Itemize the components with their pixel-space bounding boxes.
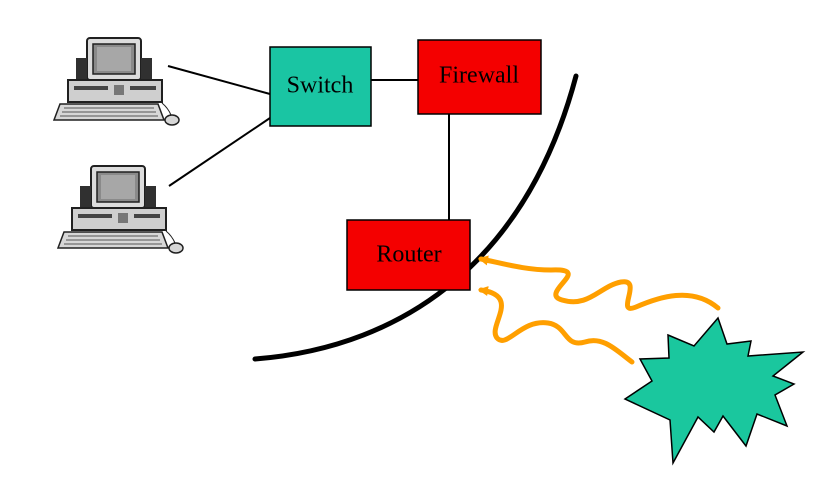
firewall-box bbox=[417, 39, 542, 115]
link-computer-top-switch bbox=[167, 65, 271, 95]
router-box bbox=[346, 219, 471, 291]
firewall-node: Firewall bbox=[417, 39, 542, 115]
switch-label: Switch bbox=[287, 73, 354, 99]
computer-bottom-icon bbox=[57, 165, 184, 254]
attacker-starburst-icon bbox=[623, 316, 806, 466]
switch-box bbox=[269, 46, 372, 127]
firewall-label: Firewall bbox=[439, 63, 519, 89]
switch-node: Switch bbox=[269, 46, 372, 127]
attack-signal-upper bbox=[478, 255, 721, 311]
router-label: Router bbox=[376, 242, 441, 268]
router-node: Router bbox=[346, 219, 471, 291]
attack-signal-lower bbox=[478, 286, 635, 365]
computer-top-icon bbox=[53, 37, 180, 126]
link-computer-bottom-switch bbox=[168, 117, 271, 187]
